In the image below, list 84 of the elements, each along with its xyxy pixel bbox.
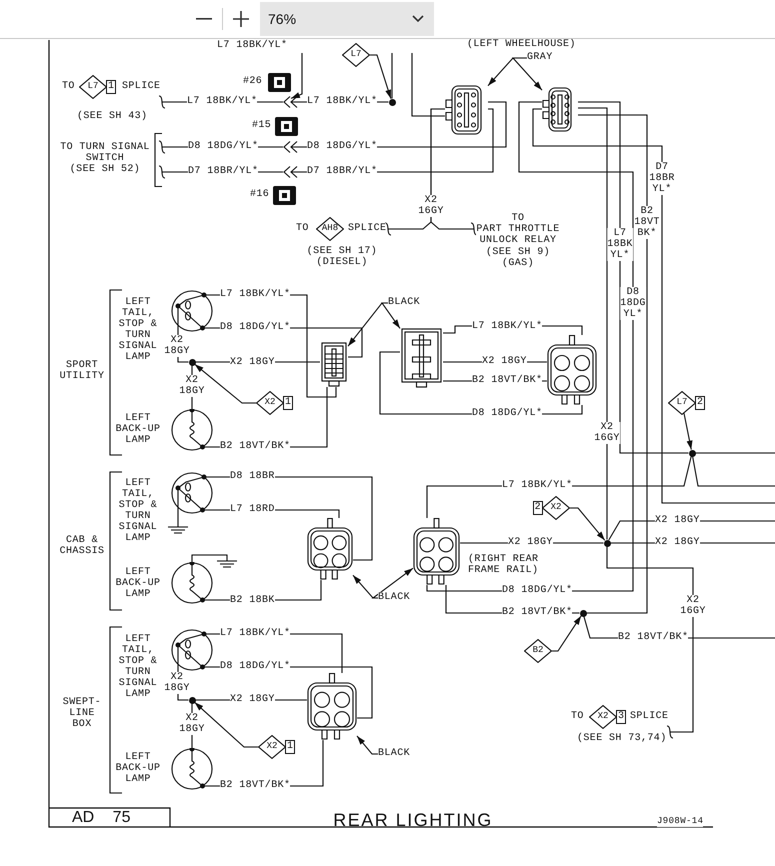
circuit-diamond bbox=[542, 496, 570, 520]
bracketed-reference bbox=[60, 133, 162, 187]
diagram-text: X2 16GY bbox=[418, 195, 444, 217]
diagram-text: D7 18BR YL* bbox=[649, 162, 675, 195]
leader-line bbox=[683, 413, 692, 450]
splice-number: 1 bbox=[283, 396, 294, 410]
splice-dot bbox=[688, 450, 696, 456]
inline-connector-symbol bbox=[283, 166, 291, 178]
diagram-text: (SEE SH 73,74) bbox=[577, 733, 667, 744]
circuit-code: AH8 bbox=[322, 223, 338, 234]
diagram-text: X2 18GY bbox=[179, 713, 205, 735]
circuit-code: L7 bbox=[676, 397, 688, 408]
circuit-diamond bbox=[668, 391, 696, 415]
circuit-code: L7 bbox=[88, 81, 98, 92]
diagram-text: X2 18GY bbox=[164, 672, 190, 694]
circuit-code: B2 bbox=[532, 645, 544, 656]
splice-dot bbox=[580, 610, 586, 616]
diagram-text: X2 16GY bbox=[594, 422, 620, 444]
leader-line bbox=[194, 702, 258, 748]
wire-connector bbox=[307, 673, 357, 740]
splice-dot bbox=[604, 540, 610, 546]
wire bbox=[411, 53, 445, 117]
cross-reference bbox=[60, 73, 162, 123]
backup-lamp-symbol bbox=[171, 409, 213, 451]
circuit-code: X2 bbox=[266, 741, 278, 752]
splice-dot bbox=[388, 98, 396, 106]
circuit-code: L7 bbox=[350, 49, 362, 60]
wire bbox=[391, 53, 393, 98]
splice-number: 3 bbox=[616, 710, 626, 724]
leader-line bbox=[356, 736, 378, 755]
diagram-text: D8 18DG YL* bbox=[620, 287, 646, 320]
sheet-number: AD 75 bbox=[72, 809, 130, 826]
wire bbox=[578, 114, 648, 614]
tail-lamp-symbol bbox=[171, 629, 213, 671]
wire bbox=[606, 546, 694, 739]
circuit-code: X2 bbox=[264, 397, 276, 408]
leader-line bbox=[570, 507, 606, 541]
splice-dot bbox=[188, 696, 196, 704]
circuit-diamond bbox=[79, 75, 107, 99]
wire bbox=[290, 53, 303, 99]
wire bbox=[692, 456, 775, 487]
circuit-diamond bbox=[524, 639, 552, 663]
leader-line bbox=[194, 364, 256, 404]
zoom-select: 76% bbox=[260, 2, 434, 36]
leader-line bbox=[512, 57, 542, 90]
wire-connector bbox=[547, 335, 597, 405]
diagram-text: X2 18GY bbox=[164, 335, 190, 357]
backup-lamp-symbol bbox=[171, 748, 213, 790]
wire-connector bbox=[320, 342, 348, 387]
circuit-diamond bbox=[316, 217, 344, 241]
splice-dot bbox=[188, 358, 196, 366]
leader-line bbox=[371, 568, 414, 599]
splice-number: 2 bbox=[532, 501, 543, 515]
inline-connector-symbol bbox=[283, 96, 291, 108]
leader-line bbox=[552, 616, 582, 652]
circuit-diamond bbox=[589, 705, 617, 729]
diagram-text: X2 18GY bbox=[179, 375, 205, 397]
wire bbox=[578, 107, 608, 540]
drawing-code: J908W-14 bbox=[657, 816, 704, 827]
backup-lamp-symbol bbox=[171, 562, 213, 604]
diagram-text: B2 18VT BK* bbox=[634, 206, 660, 239]
wire-connector bbox=[400, 328, 443, 388]
circuit-code: X2 bbox=[550, 502, 562, 513]
circuit-diamond bbox=[342, 43, 370, 67]
splice-number: 1 bbox=[285, 740, 296, 754]
tail-lamp-symbol bbox=[171, 290, 213, 332]
wire bbox=[532, 108, 775, 504]
wire-connector bbox=[307, 518, 353, 580]
wire-connector bbox=[413, 518, 460, 585]
leader-line bbox=[370, 54, 392, 99]
circuit-code: X2 bbox=[598, 711, 608, 722]
diagram-text: (SEE SH 43) bbox=[77, 111, 148, 122]
splice-number: 1 bbox=[106, 80, 116, 94]
inline-connector-symbol bbox=[283, 141, 291, 153]
leader-line bbox=[380, 302, 400, 329]
splice-number: 2 bbox=[695, 396, 706, 410]
tail-lamp-symbol bbox=[171, 472, 213, 514]
diagram-text: (LEFT WHEELHOUSE) bbox=[467, 39, 576, 50]
diagram-text: L7 18BK YL* bbox=[607, 228, 633, 261]
wire bbox=[696, 452, 775, 454]
sheet-title: REAR LIGHTING bbox=[332, 810, 494, 830]
circuit-diamond bbox=[256, 391, 284, 415]
circuit-diamond bbox=[258, 735, 286, 759]
diagram-text: X2 16GY bbox=[680, 595, 706, 617]
